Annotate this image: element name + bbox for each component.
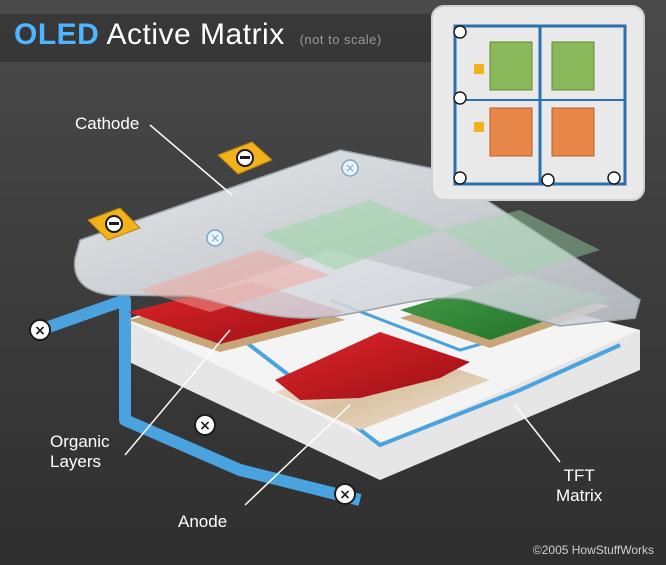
tft-label-line1: TFT (563, 466, 595, 485)
inset-pixel-green-2 (551, 41, 595, 91)
anode-pointer (244, 404, 351, 506)
terminal-x-1: × (29, 319, 51, 341)
copyright: ©2005 HowStuffWorks (532, 543, 654, 557)
title-main: Active Matrix (106, 18, 285, 51)
cathode-terminal-2 (217, 141, 273, 175)
svg-text:×: × (210, 231, 220, 245)
tft-matrix-label: TFT Matrix (556, 466, 602, 506)
organic-label-line2: Layers (50, 452, 102, 471)
inset-pixel-orange-1 (489, 107, 533, 157)
cathode-pointer (149, 124, 233, 196)
tft-label-line2: Matrix (556, 486, 603, 505)
title-note: (not to scale) (299, 32, 382, 47)
svg-text:×: × (199, 418, 211, 434)
inset-pixel-orange-2 (551, 107, 595, 157)
anode-label: Anode (178, 512, 227, 532)
cathode-via-2: × (341, 159, 359, 177)
anode-label-text: Anode (178, 512, 228, 531)
cathode-terminal-1 (87, 207, 141, 241)
cathode-label: Cathode (75, 114, 139, 134)
cathode-label-text: Cathode (75, 114, 140, 133)
terminal-x-2: × (194, 414, 216, 436)
cathode-pixel-red (140, 250, 330, 312)
organic-layer-red-2 (275, 332, 470, 400)
cathode-pixel-green-2 (440, 210, 600, 275)
title-band (0, 14, 440, 62)
cathode-pixel-green (260, 200, 440, 270)
page-title: OLED Active Matrix (not to scale) (14, 18, 382, 52)
organic-pointer (124, 329, 231, 456)
svg-text:×: × (339, 487, 351, 503)
terminal-x-3: × (334, 483, 356, 505)
tft-pointer (514, 404, 561, 463)
svg-text:×: × (345, 161, 355, 175)
cathode-via-1: × (206, 229, 224, 247)
organic-layers-label: Organic Layers (50, 432, 110, 472)
inset-pixel-green-1 (489, 41, 533, 91)
title-brand: OLED (14, 18, 100, 51)
organic-label-line1: Organic (50, 432, 110, 451)
svg-text:×: × (34, 323, 46, 339)
inset-schematic (431, 5, 645, 201)
tft-trace-left (38, 294, 362, 506)
